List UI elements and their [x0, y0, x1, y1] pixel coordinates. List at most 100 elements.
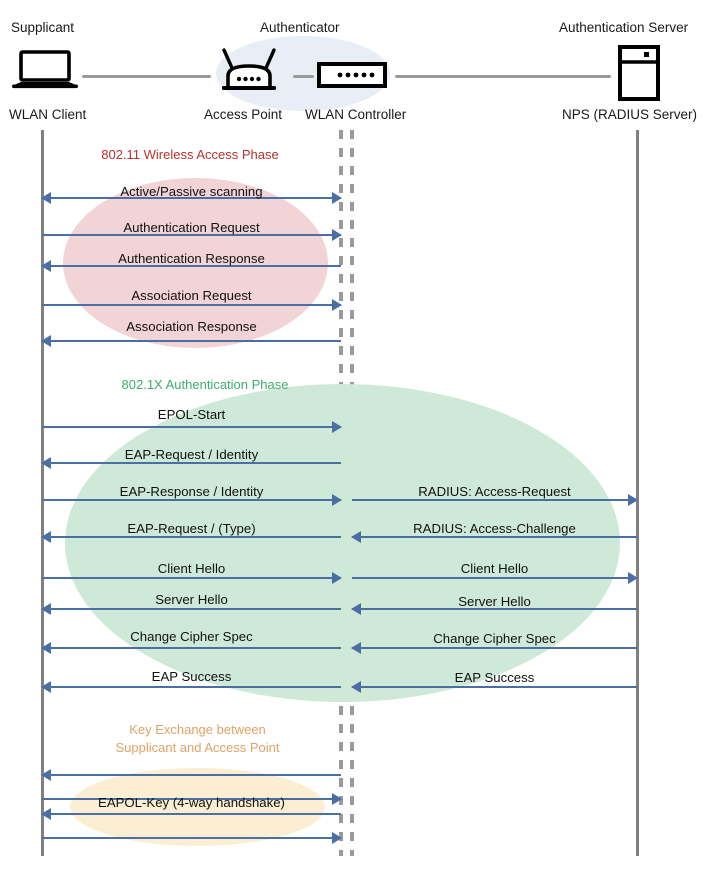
arrow-shaft: [42, 774, 341, 776]
arrow-shaft: [352, 647, 637, 649]
actor-role-authentication-server: Authentication Server: [559, 20, 689, 35]
arrowhead-right-icon: [628, 572, 638, 584]
lifeline-authentication-server: [636, 130, 639, 856]
message-arrow: [41, 456, 341, 470]
laptop-icon: [12, 50, 78, 97]
message-label: RADIUS: Access-Request: [418, 484, 571, 499]
arrow-shaft: [352, 499, 637, 501]
arrowhead-right-icon: [332, 793, 342, 805]
message-arrow: [42, 831, 342, 845]
message-arrow: [351, 530, 637, 544]
arrowhead-left-icon: [41, 642, 51, 654]
lifeline-supplicant: [41, 130, 44, 856]
arrow-shaft: [352, 577, 637, 579]
message-label: Client Hello: [157, 561, 226, 576]
message-label: Authentication Response: [118, 251, 265, 266]
arrow-shaft: [42, 536, 341, 538]
message-arrow: [41, 191, 342, 205]
actor-device-wlan-client: WLAN Client: [9, 107, 87, 122]
arrow-shaft: [42, 813, 341, 815]
message-arrow: [352, 493, 638, 507]
actor-role-supplicant: Supplicant: [11, 20, 75, 35]
arrow-shaft: [42, 426, 341, 428]
message-label: Client Hello: [460, 561, 529, 576]
message-arrow: [41, 768, 341, 782]
message-label: Association Request: [131, 288, 252, 303]
controller-icon: [317, 62, 387, 93]
message-arrow: [42, 298, 342, 312]
access-point-icon: [218, 48, 280, 97]
link-ap-to-controller: [293, 75, 314, 78]
arrow-shaft: [42, 577, 341, 579]
message-arrow: [352, 571, 638, 585]
message-label: Server Hello: [458, 594, 531, 609]
actor-device-wlan-controller: WLAN Controller: [305, 107, 407, 122]
actor-device-access-point: Access Point: [204, 107, 283, 122]
message-label: Change Cipher Spec: [130, 629, 253, 644]
arrow-shaft: [42, 304, 341, 306]
message-arrow: [41, 334, 341, 348]
message-label: Active/Passive scanning: [120, 184, 263, 199]
arrow-shaft: [42, 234, 341, 236]
arrowhead-left-icon: [41, 769, 51, 781]
message-label: Server Hello: [155, 592, 228, 607]
message-arrow: [41, 602, 341, 616]
arrowhead-right-icon: [332, 421, 342, 433]
arrowhead-left-icon: [41, 808, 51, 820]
arrowhead-right-icon: [332, 192, 342, 204]
arrow-shaft: [352, 536, 637, 538]
message-arrow: [351, 680, 637, 694]
link-client-to-ap: [82, 75, 211, 78]
message-arrow: [351, 641, 637, 655]
message-label: EAP Success: [151, 669, 232, 684]
arrowhead-right-icon: [628, 494, 638, 506]
message-label: Authentication Request: [123, 220, 260, 235]
arrow-shaft: [42, 837, 341, 839]
message-arrow: [41, 259, 341, 273]
arrowhead-left-icon: [41, 457, 51, 469]
arrowhead-left-icon: [41, 603, 51, 615]
phase-label-key-exchange: Key Exchange between Supplicant and Acce…: [115, 722, 280, 756]
arrow-shaft: [42, 197, 341, 199]
arrowhead-right-icon: [332, 572, 342, 584]
message-arrow: [41, 807, 341, 821]
arrow-shaft: [352, 686, 637, 688]
phase-label-dot1x-authentication: 802.1X Authentication Phase: [121, 377, 289, 392]
message-label: EAP-Request / Identity: [124, 447, 259, 462]
message-arrow: [351, 602, 637, 616]
message-arrow: [41, 641, 341, 655]
actor-device-nps-radius-server: NPS (RADIUS Server): [562, 107, 698, 122]
arrow-shaft: [42, 686, 341, 688]
arrowhead-right-icon: [332, 299, 342, 311]
phase-ellipse-dot1x-authentication: [65, 384, 620, 702]
arrowhead-left-icon: [41, 192, 51, 204]
message-arrow: [41, 530, 341, 544]
arrowhead-left-icon: [41, 260, 51, 272]
arrow-shaft: [42, 499, 341, 501]
arrowhead-left-icon: [351, 681, 361, 693]
arrow-shaft: [42, 340, 341, 342]
arrowhead-left-icon: [351, 603, 361, 615]
message-arrow: [42, 228, 342, 242]
arrow-shaft: [42, 462, 341, 464]
message-arrow: [42, 571, 342, 585]
message-arrow: [41, 680, 341, 694]
arrowhead-left-icon: [351, 531, 361, 543]
phase-ellipse-key-exchange: [70, 768, 325, 846]
message-arrow: [42, 420, 342, 434]
arrowhead-left-icon: [41, 681, 51, 693]
message-label: Change Cipher Spec: [433, 631, 556, 646]
message-label: EAP-Response / Identity: [119, 484, 264, 499]
message-label: EAP Success: [454, 670, 535, 685]
arrowhead-right-icon: [332, 832, 342, 844]
message-label: RADIUS: Access-Challenge: [413, 521, 576, 536]
message-label: EAP-Request / (Type): [127, 521, 256, 536]
arrowhead-right-icon: [332, 229, 342, 241]
link-controller-to-nps: [395, 75, 611, 78]
arrow-shaft: [42, 647, 341, 649]
arrowhead-left-icon: [41, 531, 51, 543]
actor-role-authenticator: Authenticator: [260, 20, 340, 35]
message-arrow: [42, 792, 342, 806]
server-icon: [617, 45, 661, 106]
arrow-shaft: [42, 265, 341, 267]
